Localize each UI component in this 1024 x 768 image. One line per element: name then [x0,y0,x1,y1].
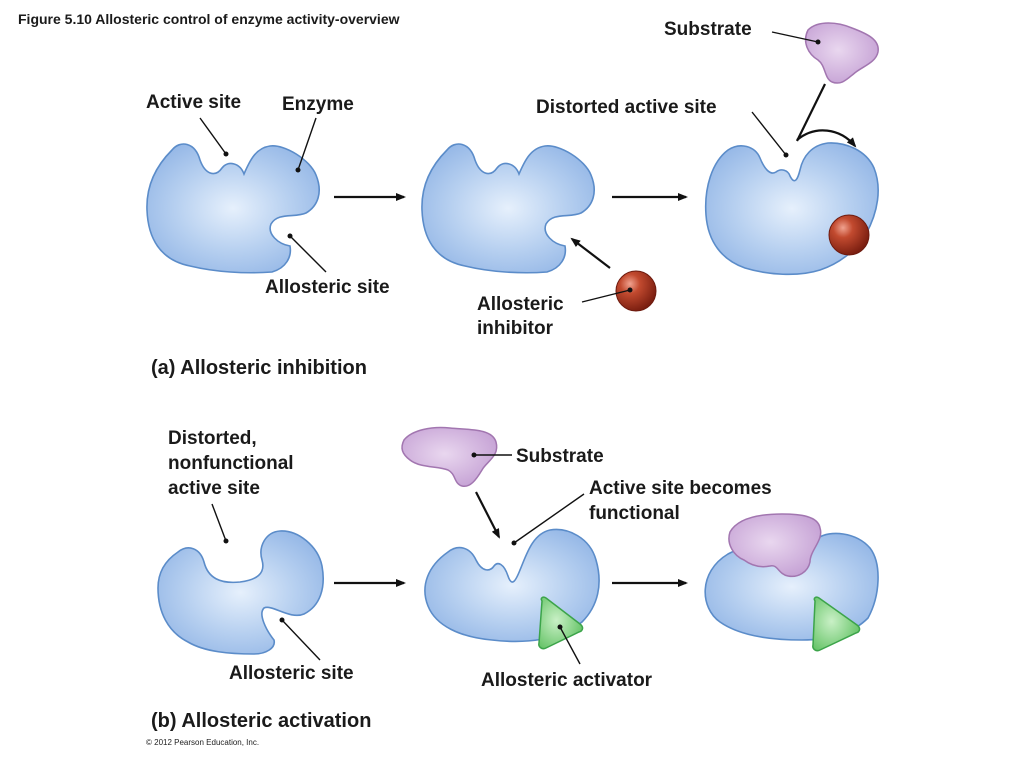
panel-b-caption: (b) Allosteric activation [151,710,371,732]
leader-allosteric-site-a [289,235,327,273]
leader-allosteric-site-b [281,619,321,661]
label-activator: Allosteric activator [481,670,653,691]
panel-a-allosteric-inhibition: Active site Enzyme Allosteric site Allos… [146,19,879,379]
label-inhibitor-line1: Allosteric [477,294,564,315]
leader-dot [627,287,633,293]
enzyme-shape-a1 [146,143,320,274]
leader-dot [511,540,517,546]
leader-substrate-a [771,31,819,43]
leader-inhibitor [581,289,631,303]
label-active-site: Active site [146,92,241,113]
panel-b-allosteric-activation: Distorted, nonfunctional active site All… [151,426,879,732]
leader-dot [223,538,229,544]
leader-dot [557,624,563,630]
leader-becomes-functional [513,493,585,544]
panel-a-caption: (a) Allosteric inhibition [151,357,367,379]
substrate-deflect-arrow [796,129,857,148]
label-distorted-active-site: Distorted active site [536,97,717,118]
leader-dot [223,151,229,157]
label-enzyme: Enzyme [282,94,354,115]
substrate-line-a [796,83,826,142]
inhibitor-bound-ball [828,214,870,256]
label-distorted-line2: nonfunctional [168,453,294,474]
activator-shape-b3 [812,596,861,652]
label-allosteric-site-a: Allosteric site [265,277,390,298]
leader-dot [815,39,821,45]
substrate-shape-a [804,22,879,84]
leader-active-site [199,117,227,155]
label-inhibitor-line2: inhibitor [477,318,554,339]
enzyme-shape-a2 [421,143,595,274]
leader-enzyme [297,117,317,171]
inhibitor-arrow [570,237,611,269]
label-substrate-b: Substrate [516,446,604,467]
leader-dot [783,152,789,158]
label-substrate-a: Substrate [664,19,752,40]
activator-shape-b2 [538,596,584,650]
leader-dot [471,452,477,458]
inhibitor-ball [615,270,657,312]
leader-dot [279,617,285,623]
substrate-bound-shape [728,513,822,578]
leader-activator [559,626,581,665]
copyright-notice: © 2012 Pearson Education, Inc. [146,738,259,747]
label-distorted-line1: Distorted, [168,428,257,449]
label-distorted-line3: active site [168,478,260,499]
substrate-shape-b [401,426,498,488]
leader-distorted-b [211,503,227,542]
leader-dot [295,167,301,173]
label-allosteric-site-b: Allosteric site [229,663,354,684]
label-becomes-line1: Active site becomes [589,478,772,499]
substrate-arrow-b [475,491,500,539]
leader-distorted-site [751,111,787,156]
leader-dot [287,233,293,239]
figure-title: Figure 5.10 Allosteric control of enzyme… [18,11,400,27]
label-becomes-line2: functional [589,503,680,524]
enzyme-shape-b1 [157,530,324,655]
